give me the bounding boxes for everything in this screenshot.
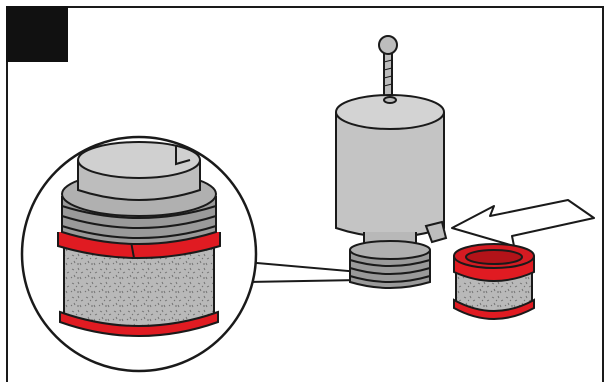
removal-arrow bbox=[452, 200, 594, 246]
valve-assembly bbox=[336, 36, 446, 288]
callout-connector bbox=[246, 262, 360, 282]
filter-cartridge bbox=[454, 244, 534, 319]
magnifier-callout bbox=[22, 137, 256, 371]
